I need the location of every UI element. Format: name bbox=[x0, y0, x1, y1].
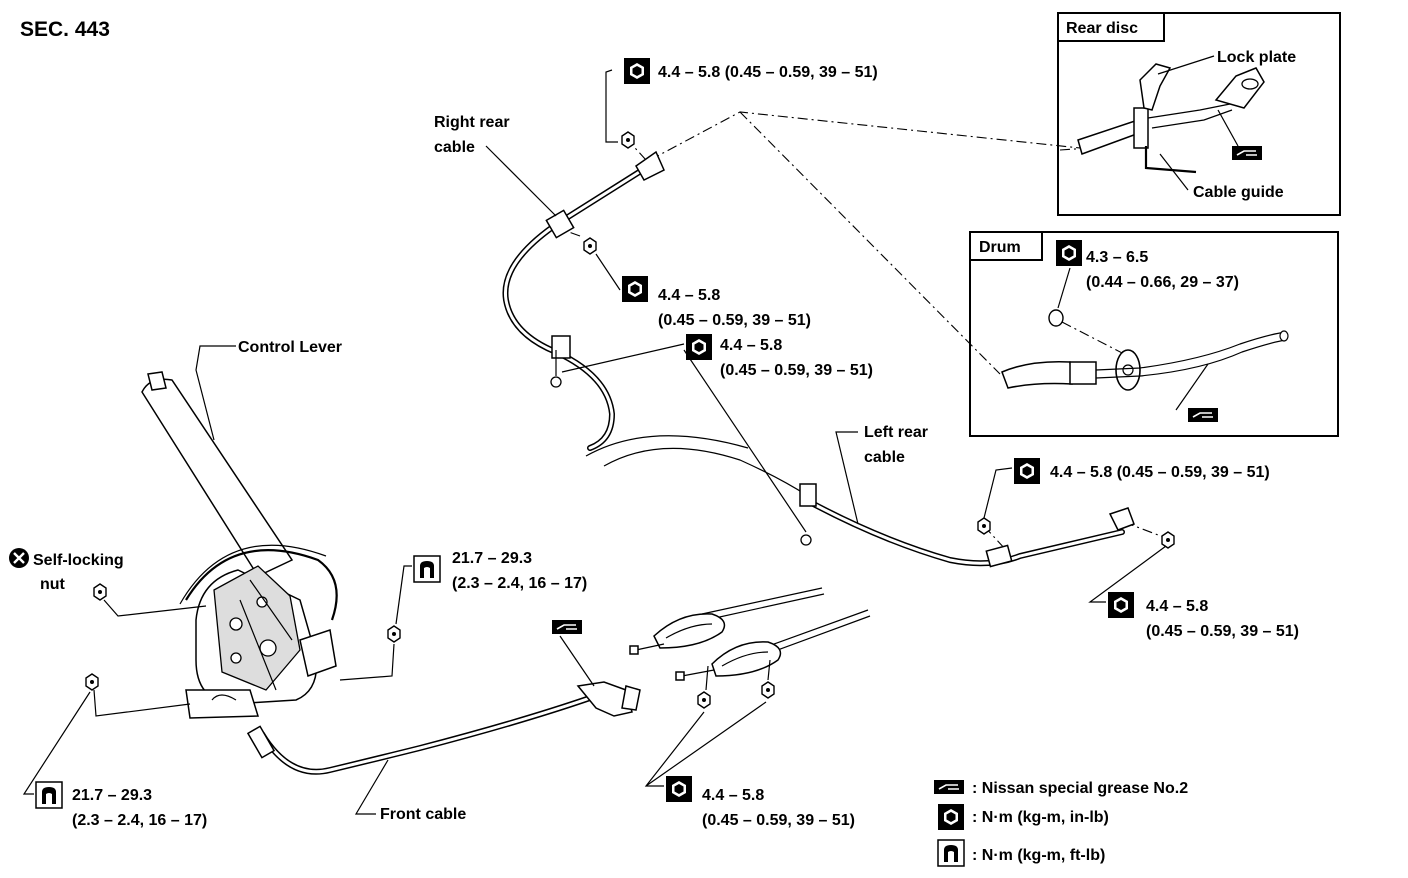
torque-inlb-icon bbox=[666, 776, 692, 802]
left-rear-cable-label-2: cable bbox=[864, 449, 905, 466]
torque-lever-leader-2 bbox=[339, 643, 395, 681]
grease-icon bbox=[1231, 145, 1263, 161]
self-locking-leader bbox=[103, 599, 207, 617]
left-rear-cable-leader bbox=[835, 431, 859, 525]
grease-leader bbox=[559, 635, 595, 687]
grease-icon bbox=[551, 619, 583, 635]
drum-torque-2: (0.44 – 0.66, 29 – 37) bbox=[1086, 274, 1239, 291]
torque-inlb-icon bbox=[938, 804, 964, 830]
rear-disc-title: Rear disc bbox=[1066, 20, 1138, 37]
self-locking-label-1: Self-locking bbox=[33, 552, 124, 569]
grease-icon bbox=[1187, 407, 1219, 423]
torque-right-low-leader bbox=[1088, 545, 1167, 603]
torque-right-leader bbox=[983, 467, 1013, 519]
bolt-icon bbox=[550, 376, 562, 388]
torque-top: 4.4 – 5.8 (0.45 – 0.59, 39 – 51) bbox=[658, 64, 878, 81]
self-locking-nut-icon bbox=[9, 548, 29, 568]
torque-bottom-mid-b: (0.45 – 0.59, 39 – 51) bbox=[702, 812, 855, 829]
rear-disc-inset: Rear disc Lock plate Cable guide bbox=[1057, 12, 1341, 216]
section-title: SEC. 443 bbox=[20, 18, 110, 41]
torque-bottom-left-b: (2.3 – 2.4, 16 – 17) bbox=[72, 812, 207, 829]
control-lever-assembly bbox=[141, 371, 338, 719]
bolt-icon bbox=[583, 237, 597, 255]
torque-bottom-left-a: 21.7 – 29.3 bbox=[72, 787, 152, 804]
right-rear-cable-label-2: cable bbox=[434, 139, 475, 156]
torque-ftlb-icon bbox=[35, 781, 63, 809]
bolt-icon bbox=[800, 534, 812, 546]
lock-plate-label: Lock plate bbox=[1217, 49, 1296, 66]
torque-inlb-icon bbox=[1056, 240, 1082, 266]
torque-top-leader bbox=[605, 69, 618, 143]
front-cable bbox=[246, 681, 641, 775]
torque-lever-b: (2.3 – 2.4, 16 – 17) bbox=[452, 575, 587, 592]
right-rear-cable-leader bbox=[485, 145, 557, 217]
drum-title: Drum bbox=[979, 239, 1021, 256]
torque-inlb-icon bbox=[1108, 592, 1134, 618]
left-rear-cable bbox=[585, 435, 1175, 568]
torque-inlb-icon bbox=[624, 58, 650, 84]
control-lever-leader bbox=[195, 345, 236, 441]
grease-icon bbox=[933, 779, 965, 795]
self-locking-label-2: nut bbox=[40, 576, 66, 593]
torque-right-low-b: (0.45 – 0.59, 39 – 51) bbox=[1146, 623, 1299, 640]
right-rear-cable bbox=[502, 150, 665, 451]
torque-mid2-leader-2 bbox=[683, 349, 807, 533]
torque-ftlb-icon bbox=[937, 839, 965, 867]
legend-grease: : Nissan special grease No.2 bbox=[972, 780, 1188, 797]
torque-ftlb-icon bbox=[413, 555, 441, 583]
front-cable-leader bbox=[354, 759, 389, 815]
drum-inset: Drum 4.3 – 6.5 (0.44 – 0.66, 29 – 37) bbox=[969, 231, 1339, 437]
torque-mid2-a: 4.4 – 5.8 bbox=[720, 337, 782, 354]
bolt-icon bbox=[621, 131, 635, 149]
drum-bolt-icon bbox=[1048, 309, 1064, 327]
torque-right-low-a: 4.4 – 5.8 bbox=[1146, 598, 1208, 615]
torque-mid2-b: (0.45 – 0.59, 39 – 51) bbox=[720, 362, 873, 379]
torque-mid1-a: 4.4 – 5.8 bbox=[658, 287, 720, 304]
torque-inlb-icon bbox=[686, 334, 712, 360]
torque-mid1-b: (0.45 – 0.59, 39 – 51) bbox=[658, 312, 811, 329]
left-rear-cable-label-1: Left rear bbox=[864, 424, 928, 441]
torque-bottom-mid-leader bbox=[644, 701, 767, 787]
equalizer-brackets bbox=[629, 587, 871, 709]
torque-lever-a: 21.7 – 29.3 bbox=[452, 550, 532, 567]
drum-torque-1: 4.3 – 6.5 bbox=[1086, 249, 1148, 266]
legend-nm-inlb: : N·m (kg-m, in-lb) bbox=[972, 809, 1109, 826]
torque-inlb-icon bbox=[1014, 458, 1040, 484]
legend: : Nissan special grease No.2 : N·m (kg-m… bbox=[933, 779, 1188, 867]
torque-lever-leader bbox=[395, 565, 412, 625]
bolt-icon bbox=[85, 673, 99, 691]
right-rear-cable-label-1: Right rear bbox=[434, 114, 510, 131]
front-cable-label: Front cable bbox=[380, 806, 466, 823]
torque-bottom-mid-a: 4.4 – 5.8 bbox=[702, 787, 764, 804]
bolt-icon bbox=[387, 625, 401, 643]
control-lever-label: Control Lever bbox=[238, 339, 342, 356]
torque-mid1-leader bbox=[595, 253, 621, 291]
torque-bottom-left-leader bbox=[22, 691, 91, 795]
torque-right-a: 4.4 – 5.8 (0.45 – 0.59, 39 – 51) bbox=[1050, 464, 1270, 481]
torque-mid2-leader bbox=[561, 343, 685, 373]
nut-icon bbox=[93, 583, 107, 601]
torque-bottom-left-leader-2 bbox=[93, 689, 191, 717]
torque-inlb-icon bbox=[622, 276, 648, 302]
legend-nm-ftlb: : N·m (kg-m, ft-lb) bbox=[972, 847, 1105, 864]
cable-guide-label: Cable guide bbox=[1193, 184, 1284, 201]
